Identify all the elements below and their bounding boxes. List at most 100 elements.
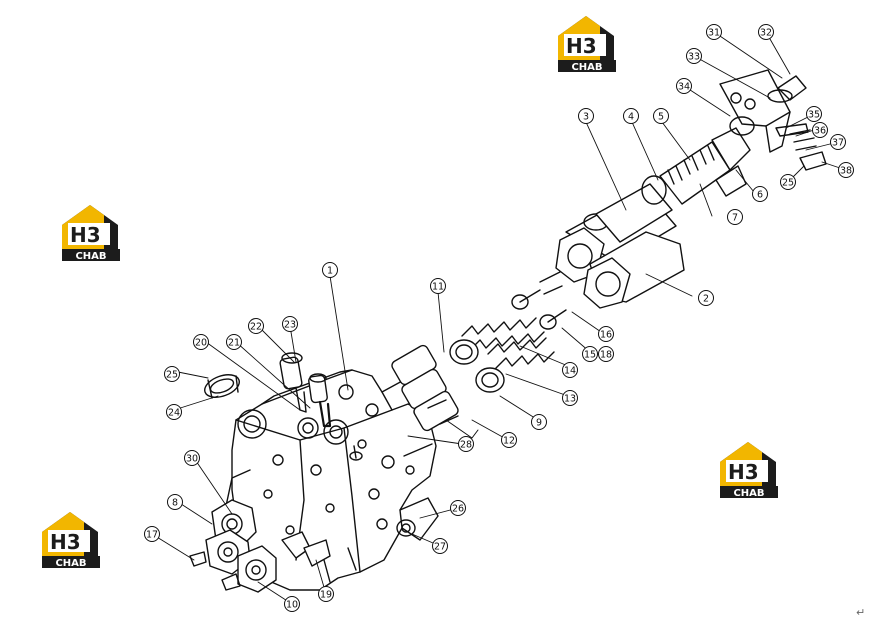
callout-circle [812,122,828,138]
callout-circle [430,278,446,294]
spool-assembly-left [391,344,479,439]
callout-circle [322,262,338,278]
callout-circle [167,494,183,510]
callout-circle [562,390,578,406]
callout-circle [806,106,822,122]
callout-9: 9 [531,414,547,430]
callout-24: 24 [166,404,182,420]
callout-label: 8 [172,498,178,509]
callout-label: 15 [584,350,596,361]
callout-circle [193,334,209,350]
callout-14: 14 [562,362,578,378]
callout-label: 20 [195,338,207,349]
callout-label: 10 [286,600,298,611]
callout-circle [582,346,598,362]
callout-circle [780,174,796,190]
callout-26: 26 [450,500,466,516]
callout-label: 31 [708,28,720,39]
callout-label: 30 [186,454,198,465]
callout-circle [686,48,702,64]
callout-circle [698,290,714,306]
callout-15: 15 [582,346,598,362]
callout-17: 17 [144,526,160,542]
callout-label: 11 [432,282,444,293]
callout-label: 2 [703,294,709,305]
seal-rings [204,374,240,399]
callout-label: 38 [840,166,852,177]
callout-label: 13 [564,394,576,405]
callout-label: 36 [814,126,826,137]
callout-6: 6 [752,186,768,202]
manifold-block [719,69,827,171]
callout-label: 9 [536,418,542,429]
callout-label: 34 [678,82,690,93]
callout-label: 6 [757,190,763,201]
callout-19: 19 [318,586,334,602]
callout-circle [458,436,474,452]
callout-circle [248,318,264,334]
callout-20: 20 [193,334,209,350]
callout-circle [838,162,854,178]
callout-35: 35 [806,106,822,122]
callout-circle [164,366,180,382]
callout-label: 27 [434,542,446,553]
callout-38: 38 [838,162,854,178]
callout-label: 22 [250,322,262,333]
callout-22: 22 [248,318,264,334]
callout-circle [727,209,743,225]
bellows-assembly [595,127,751,243]
callout-label: 4 [628,112,634,123]
callout-31: 31 [706,24,722,40]
callout-25: 25 [164,366,180,382]
callout-label: 21 [228,338,240,349]
callout-23: 23 [282,316,298,332]
callout-37: 37 [830,134,846,150]
callout-label: 17 [146,530,158,541]
callout-label: 26 [452,504,464,515]
callout-circle [144,526,160,542]
callout-12: 12 [501,432,517,448]
callout-label: 32 [760,28,772,39]
callout-36: 36 [812,122,828,138]
callout-label: 3 [583,112,589,123]
callout-label: 1 [327,266,333,277]
callout-34: 34 [676,78,692,94]
callout-circle [598,346,614,362]
callout-circle [531,414,547,430]
callout-circle [184,450,200,466]
callout-label: 24 [168,408,180,419]
callout-label: 23 [284,320,296,331]
callout-circle [432,538,448,554]
logo-letters: H3 [70,223,101,247]
callout-circle [284,596,300,612]
callout-18: 18 [598,346,614,362]
callout-label: 33 [688,52,700,63]
callout-3: 3 [578,108,594,124]
callout-8: 8 [167,494,183,510]
callout-label: 5 [658,112,664,123]
callout-circle [623,108,639,124]
callout-circle [653,108,669,124]
logo-caption: CHAB [75,251,106,261]
callout-circle [676,78,692,94]
paragraph-mark: ↵ [856,606,866,619]
callout-16: 16 [598,326,614,342]
logo-letters: H3 [728,460,759,484]
callout-2: 2 [698,290,714,306]
callout-1: 1 [322,262,338,278]
callout-circle [758,24,774,40]
callout-5: 5 [653,108,669,124]
callout-circle [282,316,298,332]
port-fitting [396,519,416,537]
callout-32: 32 [758,24,774,40]
valve-drawing [151,31,847,605]
callout-label: 28 [460,440,472,451]
callout-circle [578,108,594,124]
callout-circle [318,586,334,602]
callout-circle [166,404,182,420]
logo-caption: CHAB [733,488,764,498]
callout-label: 18 [600,350,612,361]
brand-logo: H3 CHAB [718,440,778,498]
